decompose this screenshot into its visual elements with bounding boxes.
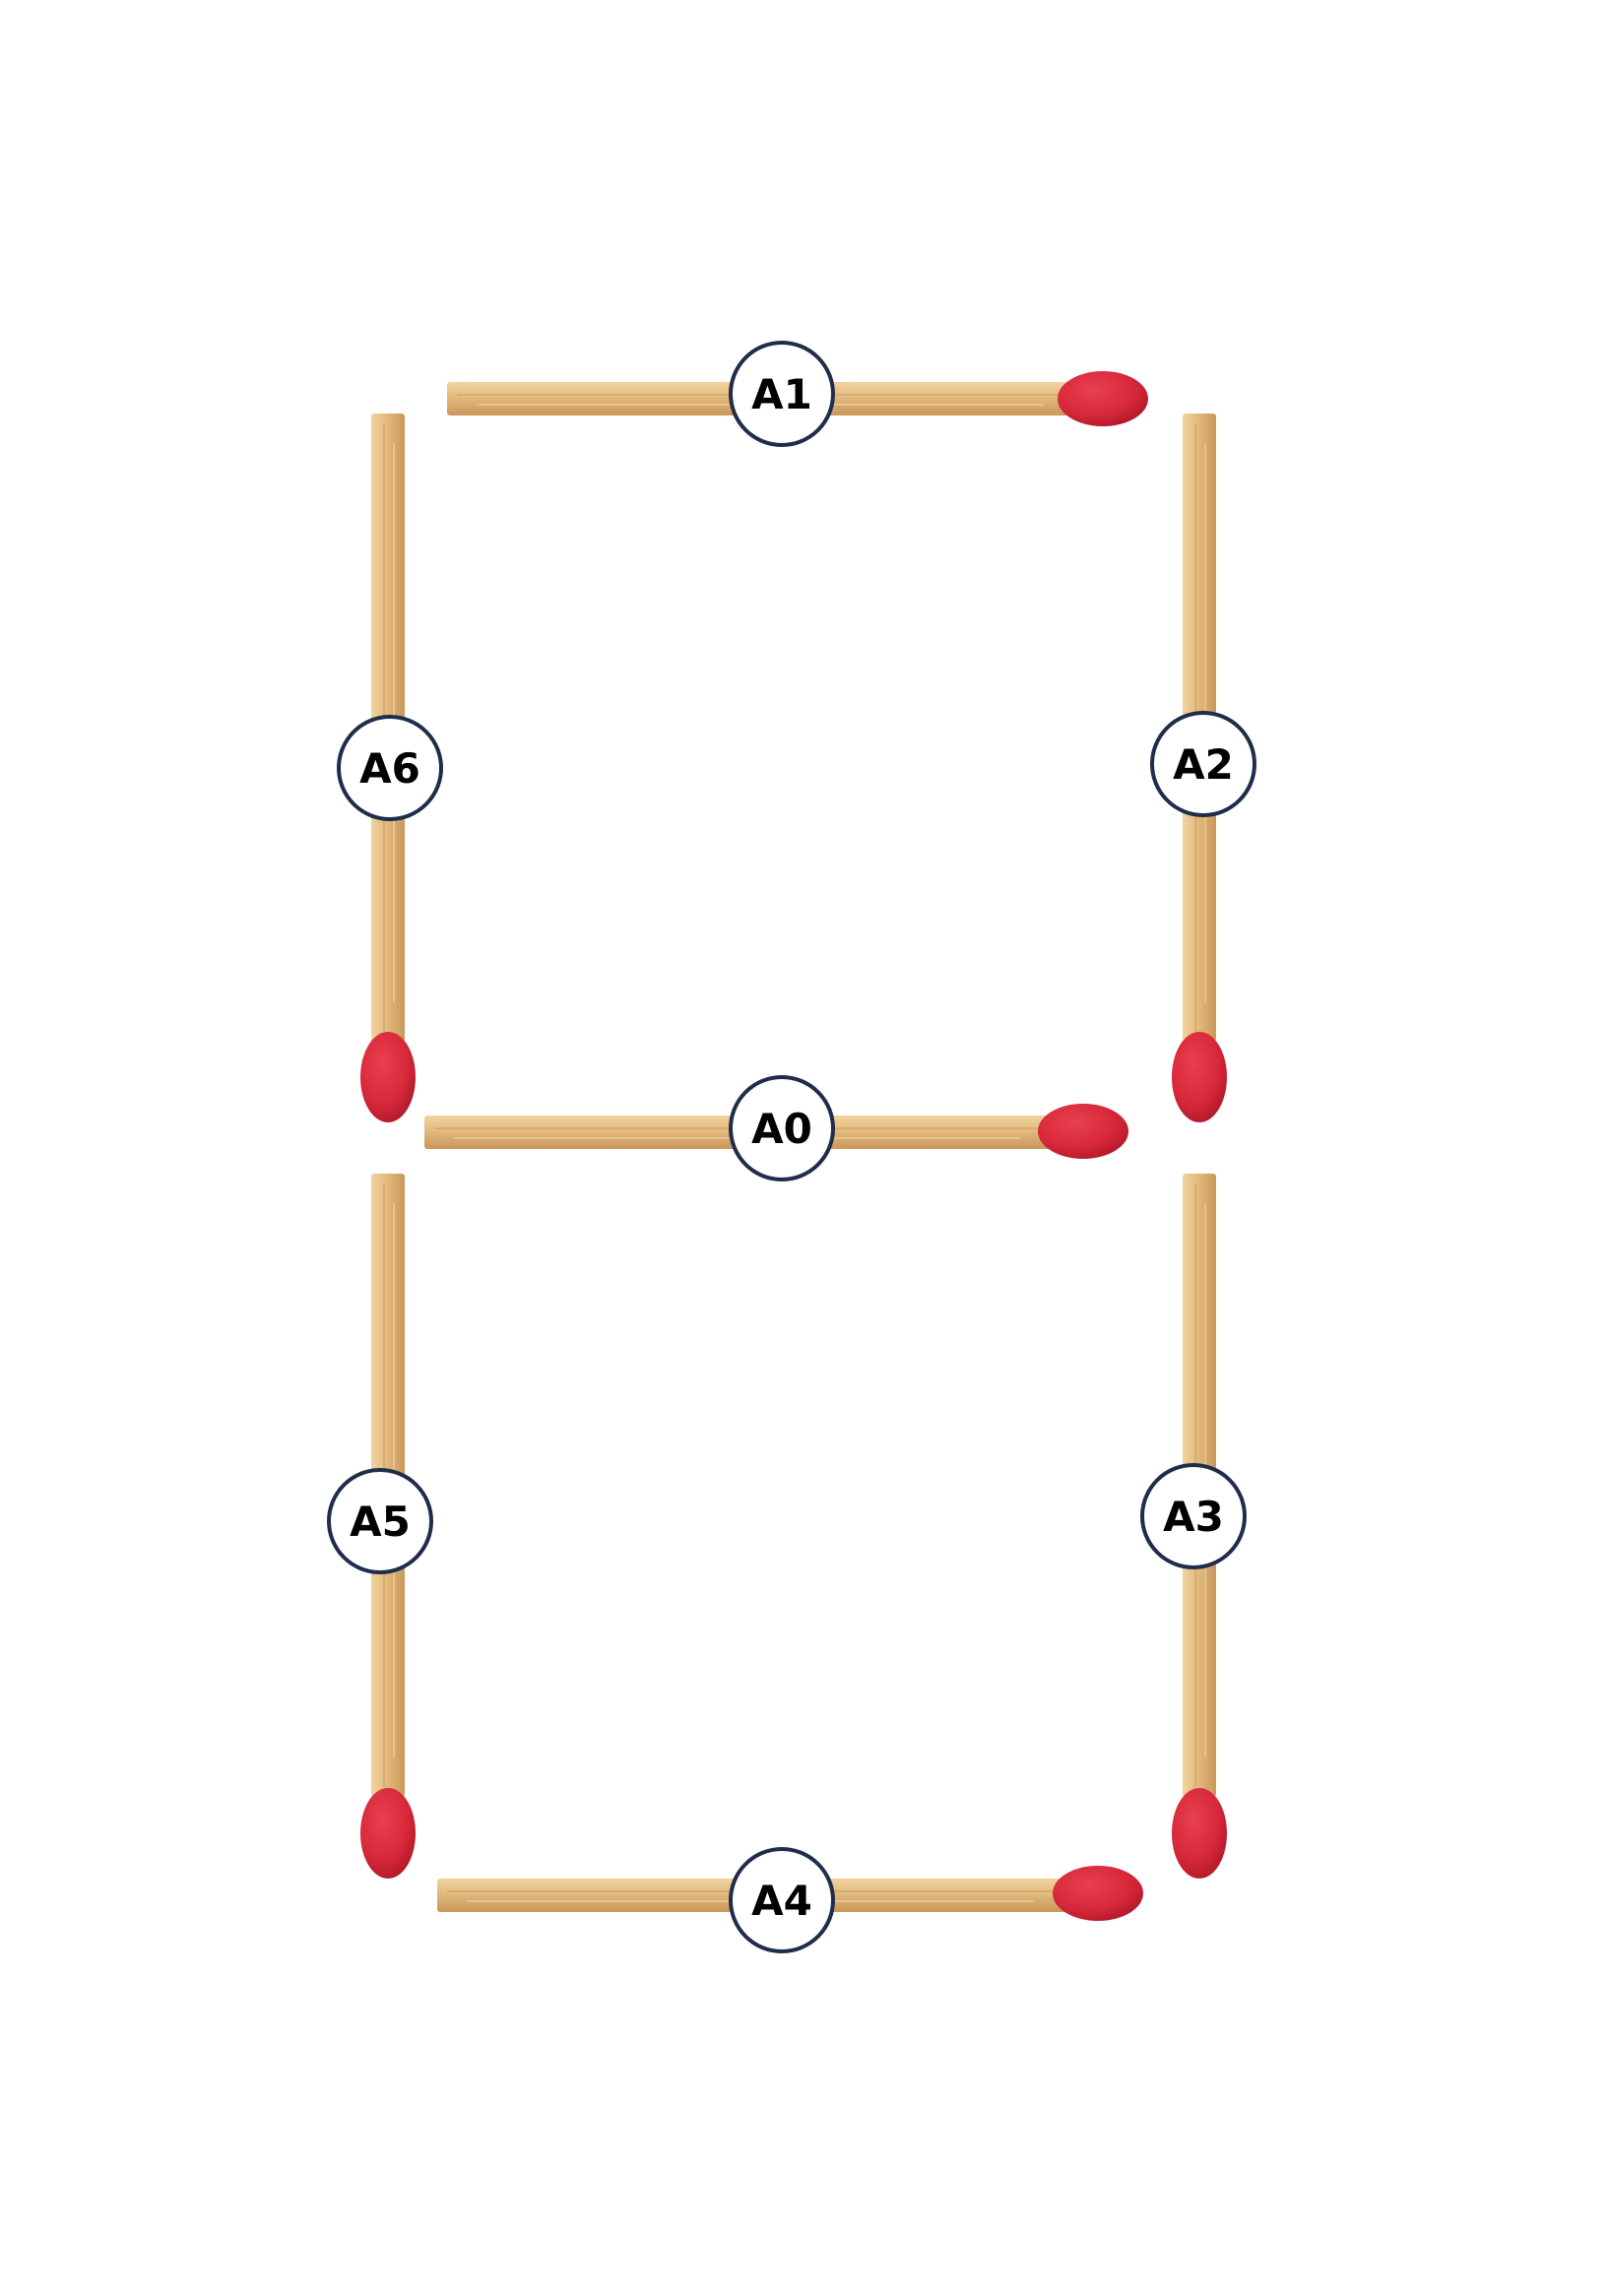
match-head (1053, 1866, 1143, 1921)
match-label: A5 (350, 1498, 411, 1546)
matchstick-a1[interactable]: A1 (447, 341, 1148, 447)
match-head (1172, 1032, 1227, 1122)
match-label-circle (337, 715, 443, 821)
match-label: A0 (751, 1105, 812, 1153)
match-label: A6 (359, 744, 420, 793)
matchstick-a6[interactable]: A6 (337, 414, 443, 1122)
match-label: A1 (751, 370, 812, 418)
match-head (1038, 1104, 1128, 1159)
match-head (1058, 371, 1148, 426)
match-head (360, 1032, 416, 1122)
matchstick-a5[interactable]: A5 (327, 1174, 433, 1879)
match-label-circle (729, 1075, 835, 1181)
match-label-circle (1140, 1463, 1247, 1569)
match-label: A3 (1163, 1493, 1224, 1541)
match-head (360, 1788, 416, 1879)
matchstick-a0[interactable]: A0 (424, 1075, 1128, 1181)
match-label-circle (1150, 711, 1256, 817)
match-label: A2 (1173, 740, 1234, 789)
matchstick-a3[interactable]: A3 (1140, 1174, 1247, 1879)
match-label-circle (327, 1468, 433, 1574)
match-label-circle (729, 1847, 835, 1953)
match-head (1172, 1788, 1227, 1879)
match-label-circle (729, 341, 835, 447)
match-label: A4 (751, 1877, 812, 1925)
matchstick-a2[interactable]: A2 (1150, 414, 1256, 1122)
matchstick-a4[interactable]: A4 (437, 1847, 1143, 1953)
